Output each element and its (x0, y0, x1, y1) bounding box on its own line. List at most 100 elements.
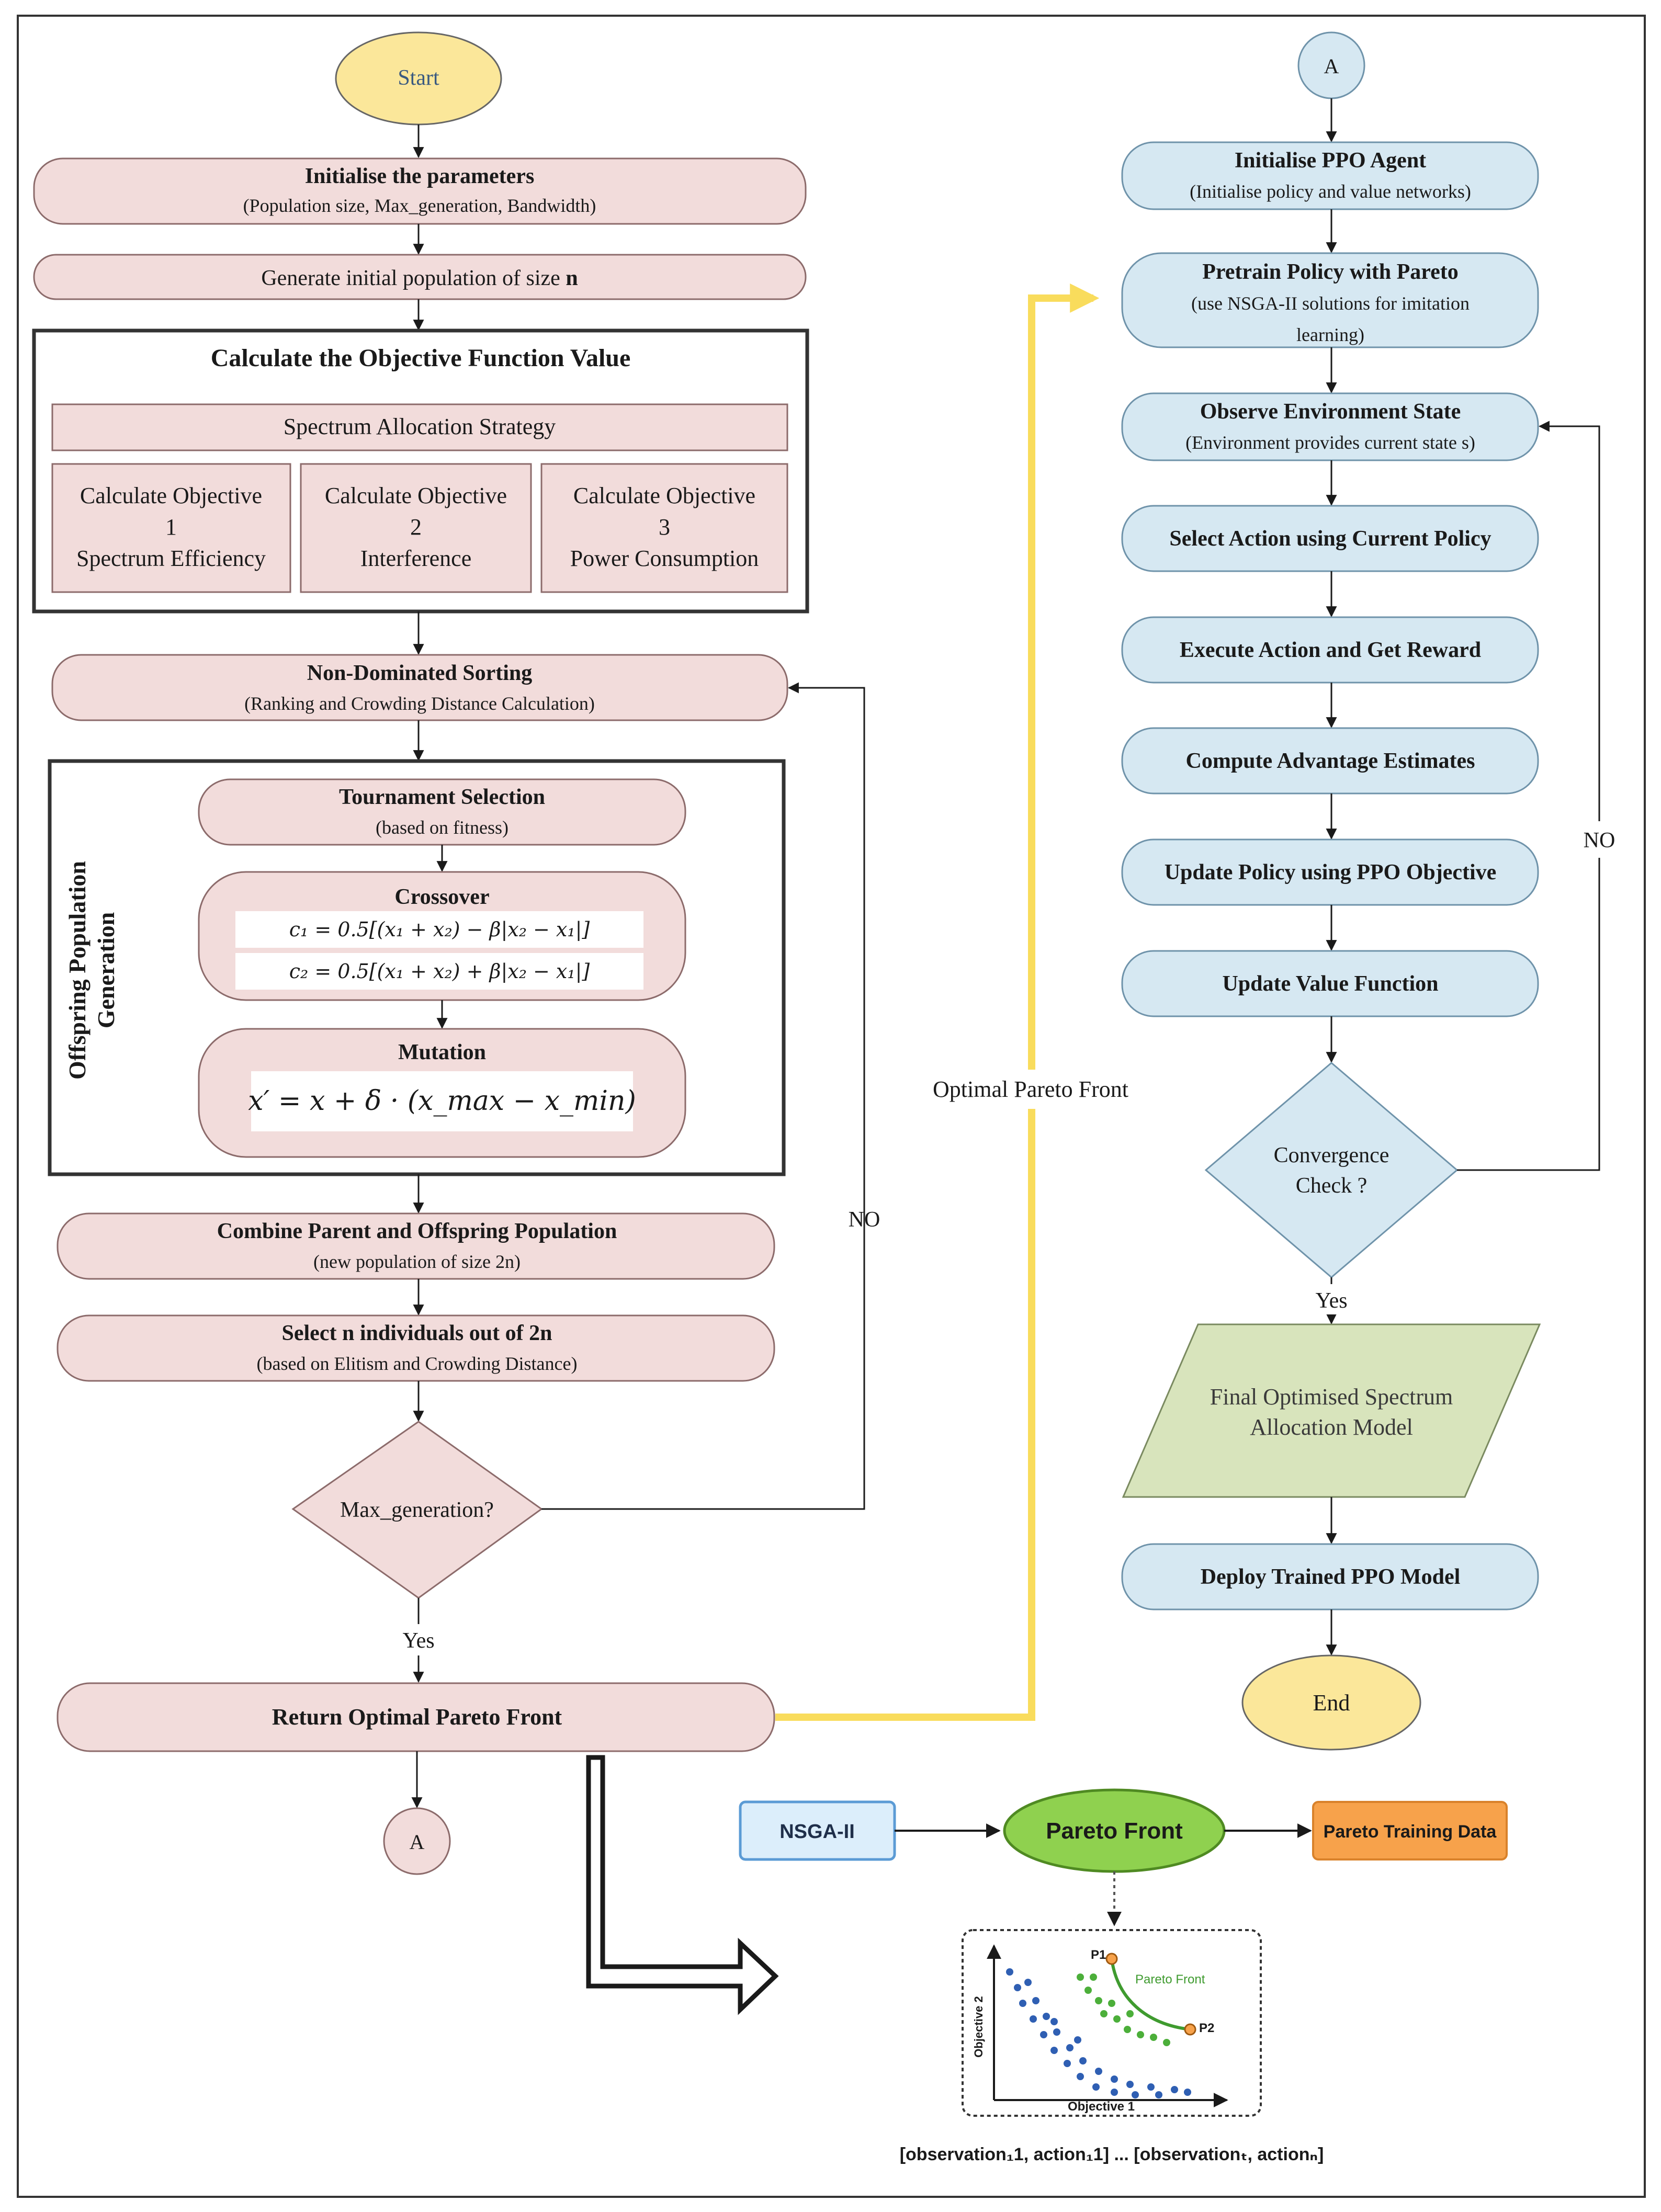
maxgen-label: Max_generation? (340, 1498, 494, 1522)
pretrain-subtitle-1: (use NSGA-II solutions for imitation (1191, 293, 1470, 314)
pareto-point (1090, 1973, 1097, 1981)
training-data-label: Pareto Training Data (1324, 1822, 1497, 1842)
objective-3-line2: 3 (659, 514, 670, 540)
combine-subtitle: (new population of size 2n) (313, 1251, 521, 1272)
crossover-eq1-panel (235, 911, 643, 948)
combine-box (57, 1212, 775, 1280)
convergence-yes-label: Yes (1315, 1289, 1347, 1313)
dominated-point (1006, 1968, 1013, 1976)
nds-subtitle: (Ranking and Crowding Distance Calculati… (244, 693, 595, 714)
pareto-point (1108, 2000, 1115, 2007)
mutation-eq-panel (251, 1071, 633, 1131)
observe-title: Observe Environment State (1200, 400, 1461, 424)
select-action-box (1121, 505, 1539, 572)
p2-point (1184, 2023, 1196, 2036)
pareto-point (1126, 2010, 1134, 2017)
yellow-transfer-arrow (775, 283, 1100, 1721)
connector-a-left-label: A (410, 1830, 425, 1854)
dominated-point (1064, 2060, 1071, 2067)
advantage-box (1121, 727, 1539, 795)
select-n-title: Select n individuals out of 2n (282, 1321, 552, 1345)
pretrain-subtitle-2: learning) (1296, 324, 1364, 345)
generate-population-label: Generate initial population of size n (261, 266, 578, 290)
dominated-point (1066, 2044, 1074, 2051)
update-policy-box (1121, 838, 1539, 906)
objective-1-box (51, 463, 291, 593)
pareto-point (1100, 2010, 1108, 2017)
objective-3-box (540, 463, 788, 593)
objective-1-line3: Spectrum Efficiency (76, 546, 266, 571)
update-value-box (1121, 950, 1539, 1017)
objective-2-line1: Calculate Objective (325, 483, 507, 508)
tournament-subtitle: (based on fitness) (376, 817, 509, 838)
dominated-point (1095, 2068, 1102, 2075)
ppo-init-subtitle: (Initialise policy and value networks) (1190, 181, 1471, 202)
spectrum-strategy-box (51, 403, 788, 451)
spectrum-strategy-label: Spectrum Allocation Strategy (284, 414, 556, 439)
dominated-point (1050, 2018, 1058, 2025)
connector-a-left (383, 1807, 451, 1875)
dominated-point (1032, 1997, 1039, 2004)
convergence-no-bg (1576, 821, 1623, 858)
dominated-point (1111, 2089, 1118, 2096)
dominated-point (1019, 2000, 1026, 2007)
objective-1-line1: Calculate Objective (80, 483, 262, 508)
objective-1-line2: 1 (165, 514, 177, 540)
advantage-label: Compute Advantage Estimates (1186, 749, 1475, 773)
arrow-maxgen-no-loop (541, 682, 865, 1510)
dominated-point (1043, 2013, 1050, 2020)
nds-title: Non-Dominated Sorting (307, 661, 533, 685)
arrow-convergence-no-loop (1457, 421, 1600, 1171)
objective-3-line1: Calculate Objective (573, 483, 755, 508)
objective-3-line3: Power Consumption (570, 546, 759, 571)
select-action-label: Select Action using Current Policy (1169, 527, 1491, 551)
combine-title: Combine Parent and Offspring Population (217, 1219, 617, 1243)
dominated-points (1006, 1968, 1191, 2098)
p2-label: P2 (1199, 2021, 1214, 2035)
observe-subtitle: (Environment provides current state s) (1185, 432, 1475, 453)
init-params-subtitle: (Population size, Max_generation, Bandwi… (243, 195, 596, 216)
nds-box (51, 654, 788, 721)
plot-x-label: Objective 1 (1068, 2100, 1135, 2114)
p1-label: P1 (1091, 1948, 1106, 1962)
generate-population-box (33, 254, 807, 300)
init-params-title: Initialise the parameters (305, 164, 535, 188)
dominated-point (1092, 2083, 1100, 2091)
maxgen-yes-bg (387, 1624, 450, 1655)
objective-function-title: Calculate the Objective Function Value (211, 344, 631, 372)
pareto-point (1113, 2015, 1121, 2023)
execute-box (1121, 616, 1539, 684)
pareto-plot-frame (962, 1929, 1262, 2117)
pretrain-title: Pretrain Policy with Pareto (1202, 260, 1458, 284)
dominated-point (1079, 2057, 1087, 2064)
dominated-point (1147, 2083, 1155, 2091)
return-pareto-label: Return Optimal Pareto Front (272, 1704, 562, 1730)
ppo-init-title: Initialise PPO Agent (1235, 149, 1426, 173)
dominated-point (1050, 2047, 1058, 2054)
dominated-point (1053, 2028, 1060, 2036)
pareto-front-curve (1110, 1958, 1191, 2031)
update-policy-label: Update Policy using PPO Objective (1165, 860, 1497, 884)
dominated-point (1126, 2081, 1134, 2088)
dominated-point (1184, 2089, 1191, 2096)
crossover-title: Crossover (394, 885, 489, 909)
dominated-point (1132, 2091, 1139, 2098)
convergence-yes-bg (1303, 1284, 1360, 1314)
training-data-box (1312, 1801, 1508, 1861)
plot-curve-label: Pareto Front (1135, 1972, 1205, 1987)
final-model-line1: Final Optimised Spectrum (1210, 1384, 1453, 1410)
mutation-eq: x′ = x + δ · (x_max − x_min) (248, 1085, 636, 1117)
maxgen-no-label: NO (849, 1208, 880, 1232)
objective-2-line2: 2 (410, 514, 422, 540)
dominated-point (1155, 2091, 1162, 2098)
pareto-points (1077, 1973, 1170, 2046)
pareto-point (1084, 1987, 1092, 1994)
start-label: Start (398, 66, 439, 90)
pareto-point (1095, 1997, 1102, 2004)
objective-2-line3: Interference (360, 546, 471, 571)
pareto-point (1163, 2039, 1170, 2046)
convergence-line2: Check ? (1296, 1174, 1367, 1198)
execute-label: Execute Action and Get Reward (1180, 638, 1481, 662)
dominated-point (1040, 2031, 1047, 2038)
